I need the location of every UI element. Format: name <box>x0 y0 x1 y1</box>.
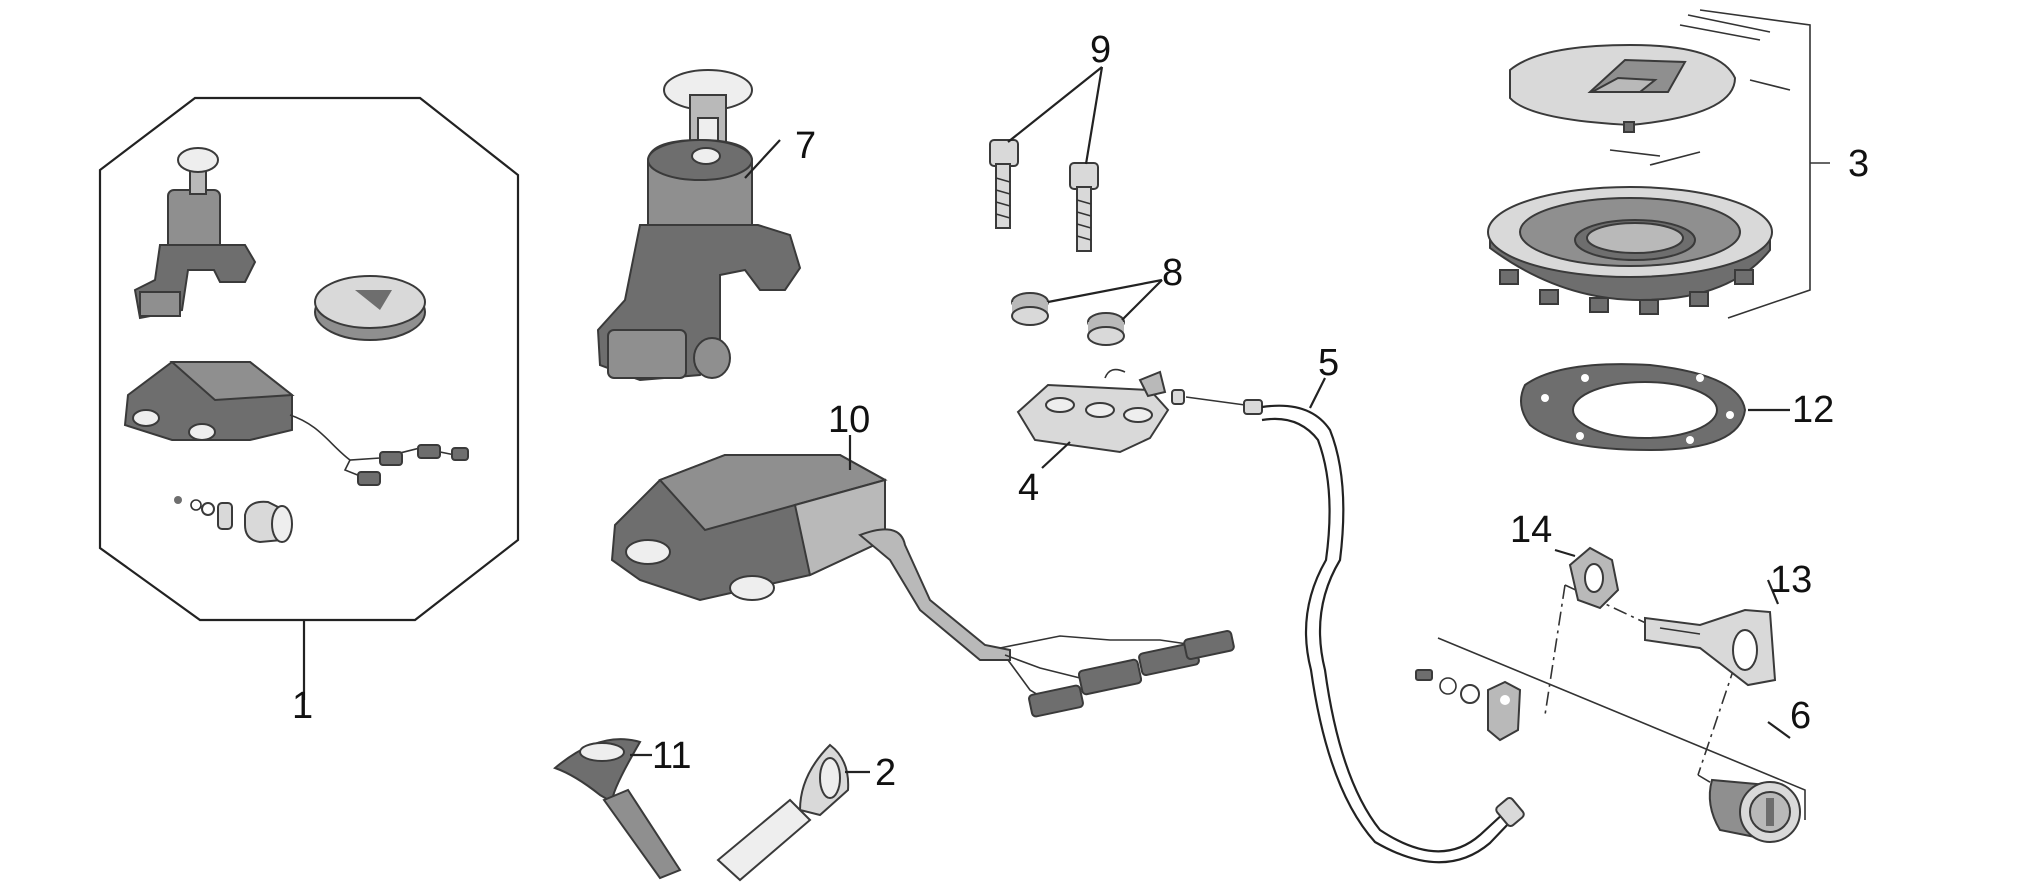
lock-small-parts <box>1415 669 1522 742</box>
callout-6: 6 <box>1790 695 1811 737</box>
part-10-control-unit <box>610 454 1235 718</box>
kit-ignition-switch <box>133 147 257 320</box>
part-4-lock-plate <box>1016 368 1170 454</box>
callout-labels: 1 7 10 9 8 4 5 3 12 14 13 6 11 2 <box>292 29 1869 794</box>
part-13-lock-bracket <box>1644 608 1777 687</box>
callout-12: 12 <box>1792 389 1834 431</box>
callout-9: 9 <box>1090 29 1111 71</box>
callout-2: 2 <box>875 752 896 794</box>
part-11-key <box>553 738 682 880</box>
part-5-cable <box>1171 389 1525 864</box>
part-6-lock-cylinder <box>1708 778 1801 843</box>
callout-7: 7 <box>795 125 816 167</box>
callout-11: 11 <box>652 735 691 777</box>
kit-control-unit <box>123 361 469 486</box>
connector-group <box>1028 629 1235 718</box>
lock-assembly <box>1415 546 1806 843</box>
fuel-cap-lugs <box>1499 269 1754 315</box>
part-14-nut <box>1568 546 1620 610</box>
part-9-screws <box>989 139 1099 252</box>
callout-5: 5 <box>1318 342 1339 384</box>
kit-fuel-cap <box>314 275 426 341</box>
callout-4: 4 <box>1018 467 1039 509</box>
callout-13: 13 <box>1770 559 1812 601</box>
callout-10: 10 <box>828 399 870 441</box>
kit-group-1 <box>98 96 520 700</box>
part-12-gasket <box>1520 363 1747 452</box>
callout-8: 8 <box>1162 252 1183 294</box>
part-8-grommets <box>1011 292 1125 346</box>
part-7-ignition-switch <box>596 69 802 382</box>
callout-3: 3 <box>1848 143 1869 185</box>
part-3-fuel-cap <box>1487 9 1830 319</box>
part-2-key <box>716 743 850 882</box>
leader-lines <box>630 66 1791 774</box>
kit-lock-parts <box>174 496 293 544</box>
callout-1: 1 <box>292 685 313 727</box>
callout-14: 14 <box>1510 509 1552 551</box>
